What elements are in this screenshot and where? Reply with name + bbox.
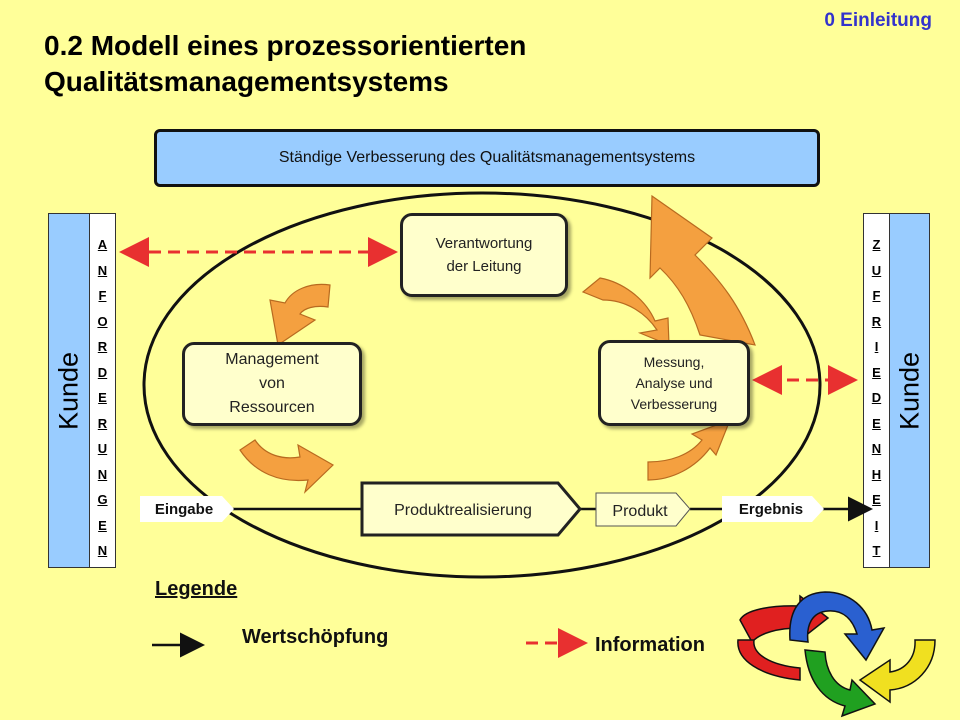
process-logo bbox=[737, 591, 936, 718]
realisation-box bbox=[360, 481, 582, 537]
measurement-box: Messung, Analyse und Verbesserung bbox=[598, 340, 750, 426]
output-label: Ergebnis bbox=[739, 501, 803, 518]
measurement-line-3: Verbesserung bbox=[630, 395, 718, 412]
satisfaction-letter: E bbox=[872, 492, 881, 507]
cycle-arrow-top-left bbox=[269, 283, 331, 347]
leadership-line-2: der Leitung bbox=[446, 258, 522, 275]
cycle-arrow-bottom-left bbox=[239, 439, 334, 494]
satisfaction-letter: Z bbox=[872, 237, 881, 252]
satisfaction-letter: D bbox=[871, 390, 882, 405]
logo-blue-arrow bbox=[789, 591, 886, 662]
input-tag bbox=[140, 496, 234, 522]
requirements-letter: E bbox=[98, 517, 107, 533]
requirements-letter: O bbox=[97, 313, 108, 329]
product-tag bbox=[595, 492, 691, 527]
requirements-letter: E bbox=[98, 390, 107, 405]
resources-line-2: von bbox=[259, 375, 285, 392]
requirements-letter: N bbox=[97, 466, 108, 482]
measurement-line-2: Analyse und bbox=[635, 374, 713, 391]
improvement-bar: Ständige Verbesserung des Qualitätsmanag… bbox=[154, 129, 820, 187]
input-label: Eingabe bbox=[155, 501, 213, 518]
measurement-line-1: Messung, bbox=[643, 353, 705, 370]
realisation-label: Produktrealisierung bbox=[394, 502, 532, 519]
process-cycle-ellipse bbox=[142, 191, 822, 579]
title-line-2: Qualitätsmanagementsystems bbox=[44, 66, 449, 97]
satisfaction-letter: I bbox=[874, 339, 879, 354]
title-line-1: 0.2 Modell eines prozessorientierten bbox=[44, 30, 527, 61]
satisfaction-letter: I bbox=[874, 517, 879, 533]
resources-line-3: Ressourcen bbox=[229, 399, 315, 416]
requirements-letter: G bbox=[97, 492, 108, 507]
satisfaction-letter: N bbox=[871, 441, 882, 456]
improvement-arrow bbox=[649, 194, 756, 346]
resources-box: Management von Ressourcen bbox=[182, 342, 362, 426]
legend-information-label: Information bbox=[595, 634, 705, 656]
logo-yellow-arrow bbox=[858, 639, 936, 704]
output-tag bbox=[722, 496, 824, 522]
leadership-box: Verantwortung der Leitung bbox=[400, 213, 568, 297]
requirements-letter: D bbox=[97, 364, 108, 380]
legend-title: Legende bbox=[155, 578, 238, 600]
requirements-letter: N bbox=[97, 543, 108, 558]
satisfaction-letter: T bbox=[872, 543, 881, 558]
requirements-letter: F bbox=[98, 288, 107, 303]
resources-line-1: Management bbox=[225, 351, 319, 368]
satisfaction-letter: U bbox=[871, 262, 882, 278]
logo-green-arrow bbox=[804, 649, 877, 718]
customer-right: Kunde bbox=[889, 213, 930, 568]
cycle-arrow-top-right bbox=[581, 277, 670, 346]
requirements-letter: R bbox=[97, 415, 108, 431]
satisfaction-letter: F bbox=[872, 288, 881, 303]
customer-left: Kunde bbox=[48, 213, 90, 568]
section-label: 0 Einleitung bbox=[824, 10, 932, 31]
satisfaction-letter: H bbox=[871, 466, 882, 482]
satisfaction-letter: E bbox=[872, 364, 881, 380]
cycle-arrow-bottom-right bbox=[647, 418, 732, 481]
legend-value-chain-label: Wertschöpfung bbox=[242, 626, 389, 648]
requirements-letter: A bbox=[97, 237, 108, 252]
product-label: Produkt bbox=[612, 503, 668, 520]
satisfaction-letter: R bbox=[871, 313, 882, 329]
requirements-letter: R bbox=[97, 339, 108, 354]
logo-red-band bbox=[737, 639, 801, 681]
page-title: 0.2 Modell eines prozessorientierten Qua… bbox=[44, 28, 684, 100]
requirements-letter: U bbox=[97, 441, 108, 456]
requirements-letter: N bbox=[97, 262, 108, 278]
leadership-line-1: Verantwortung bbox=[435, 235, 533, 252]
satisfaction-letter: E bbox=[872, 415, 881, 431]
